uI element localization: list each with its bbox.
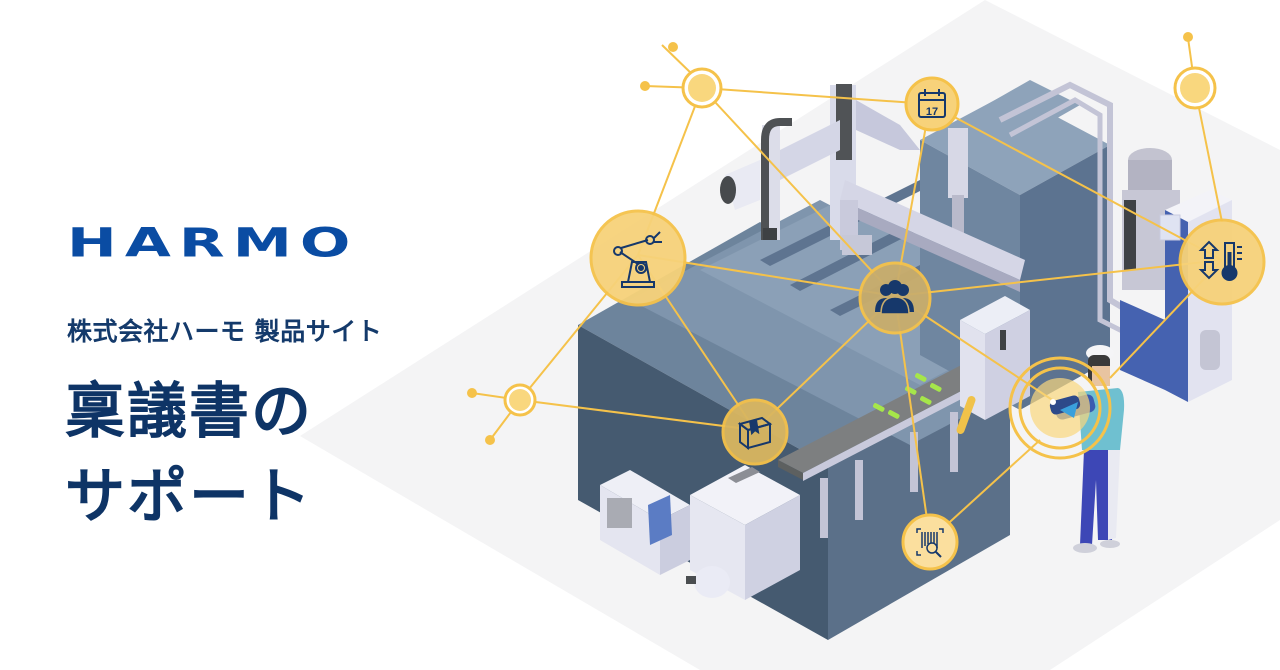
calendar-node: 17 [904, 76, 960, 132]
hero-text-panel: HARMO 株式会社ハーモ 製品サイト 稟議書の サポート [65, 0, 487, 670]
network-node-small [503, 66, 1217, 417]
package-node [721, 398, 789, 466]
robot-arm-icon [613, 231, 662, 288]
robot-arm-node [589, 209, 687, 307]
people-icon [875, 280, 914, 315]
calendar-icon [918, 89, 946, 118]
package-icon [737, 416, 773, 450]
page-title-line-1: 稟議書の [65, 377, 313, 447]
people-node [858, 261, 932, 335]
handheld-terminal-node [1008, 356, 1112, 460]
handheld-terminal-icon [1049, 395, 1081, 418]
barcode-search-icon [916, 528, 944, 558]
temperature-node [1178, 218, 1266, 306]
page-title: 稟議書の サポート [65, 370, 313, 540]
calendar-day: 17 [926, 106, 938, 118]
site-subtitle: 株式会社ハーモ 製品サイト [67, 317, 383, 346]
page-title-line-2: サポート [65, 462, 313, 532]
barcode-node [901, 513, 959, 571]
harmo-logo[interactable]: HARMO [67, 219, 359, 267]
temperature-icon [1198, 240, 1242, 281]
